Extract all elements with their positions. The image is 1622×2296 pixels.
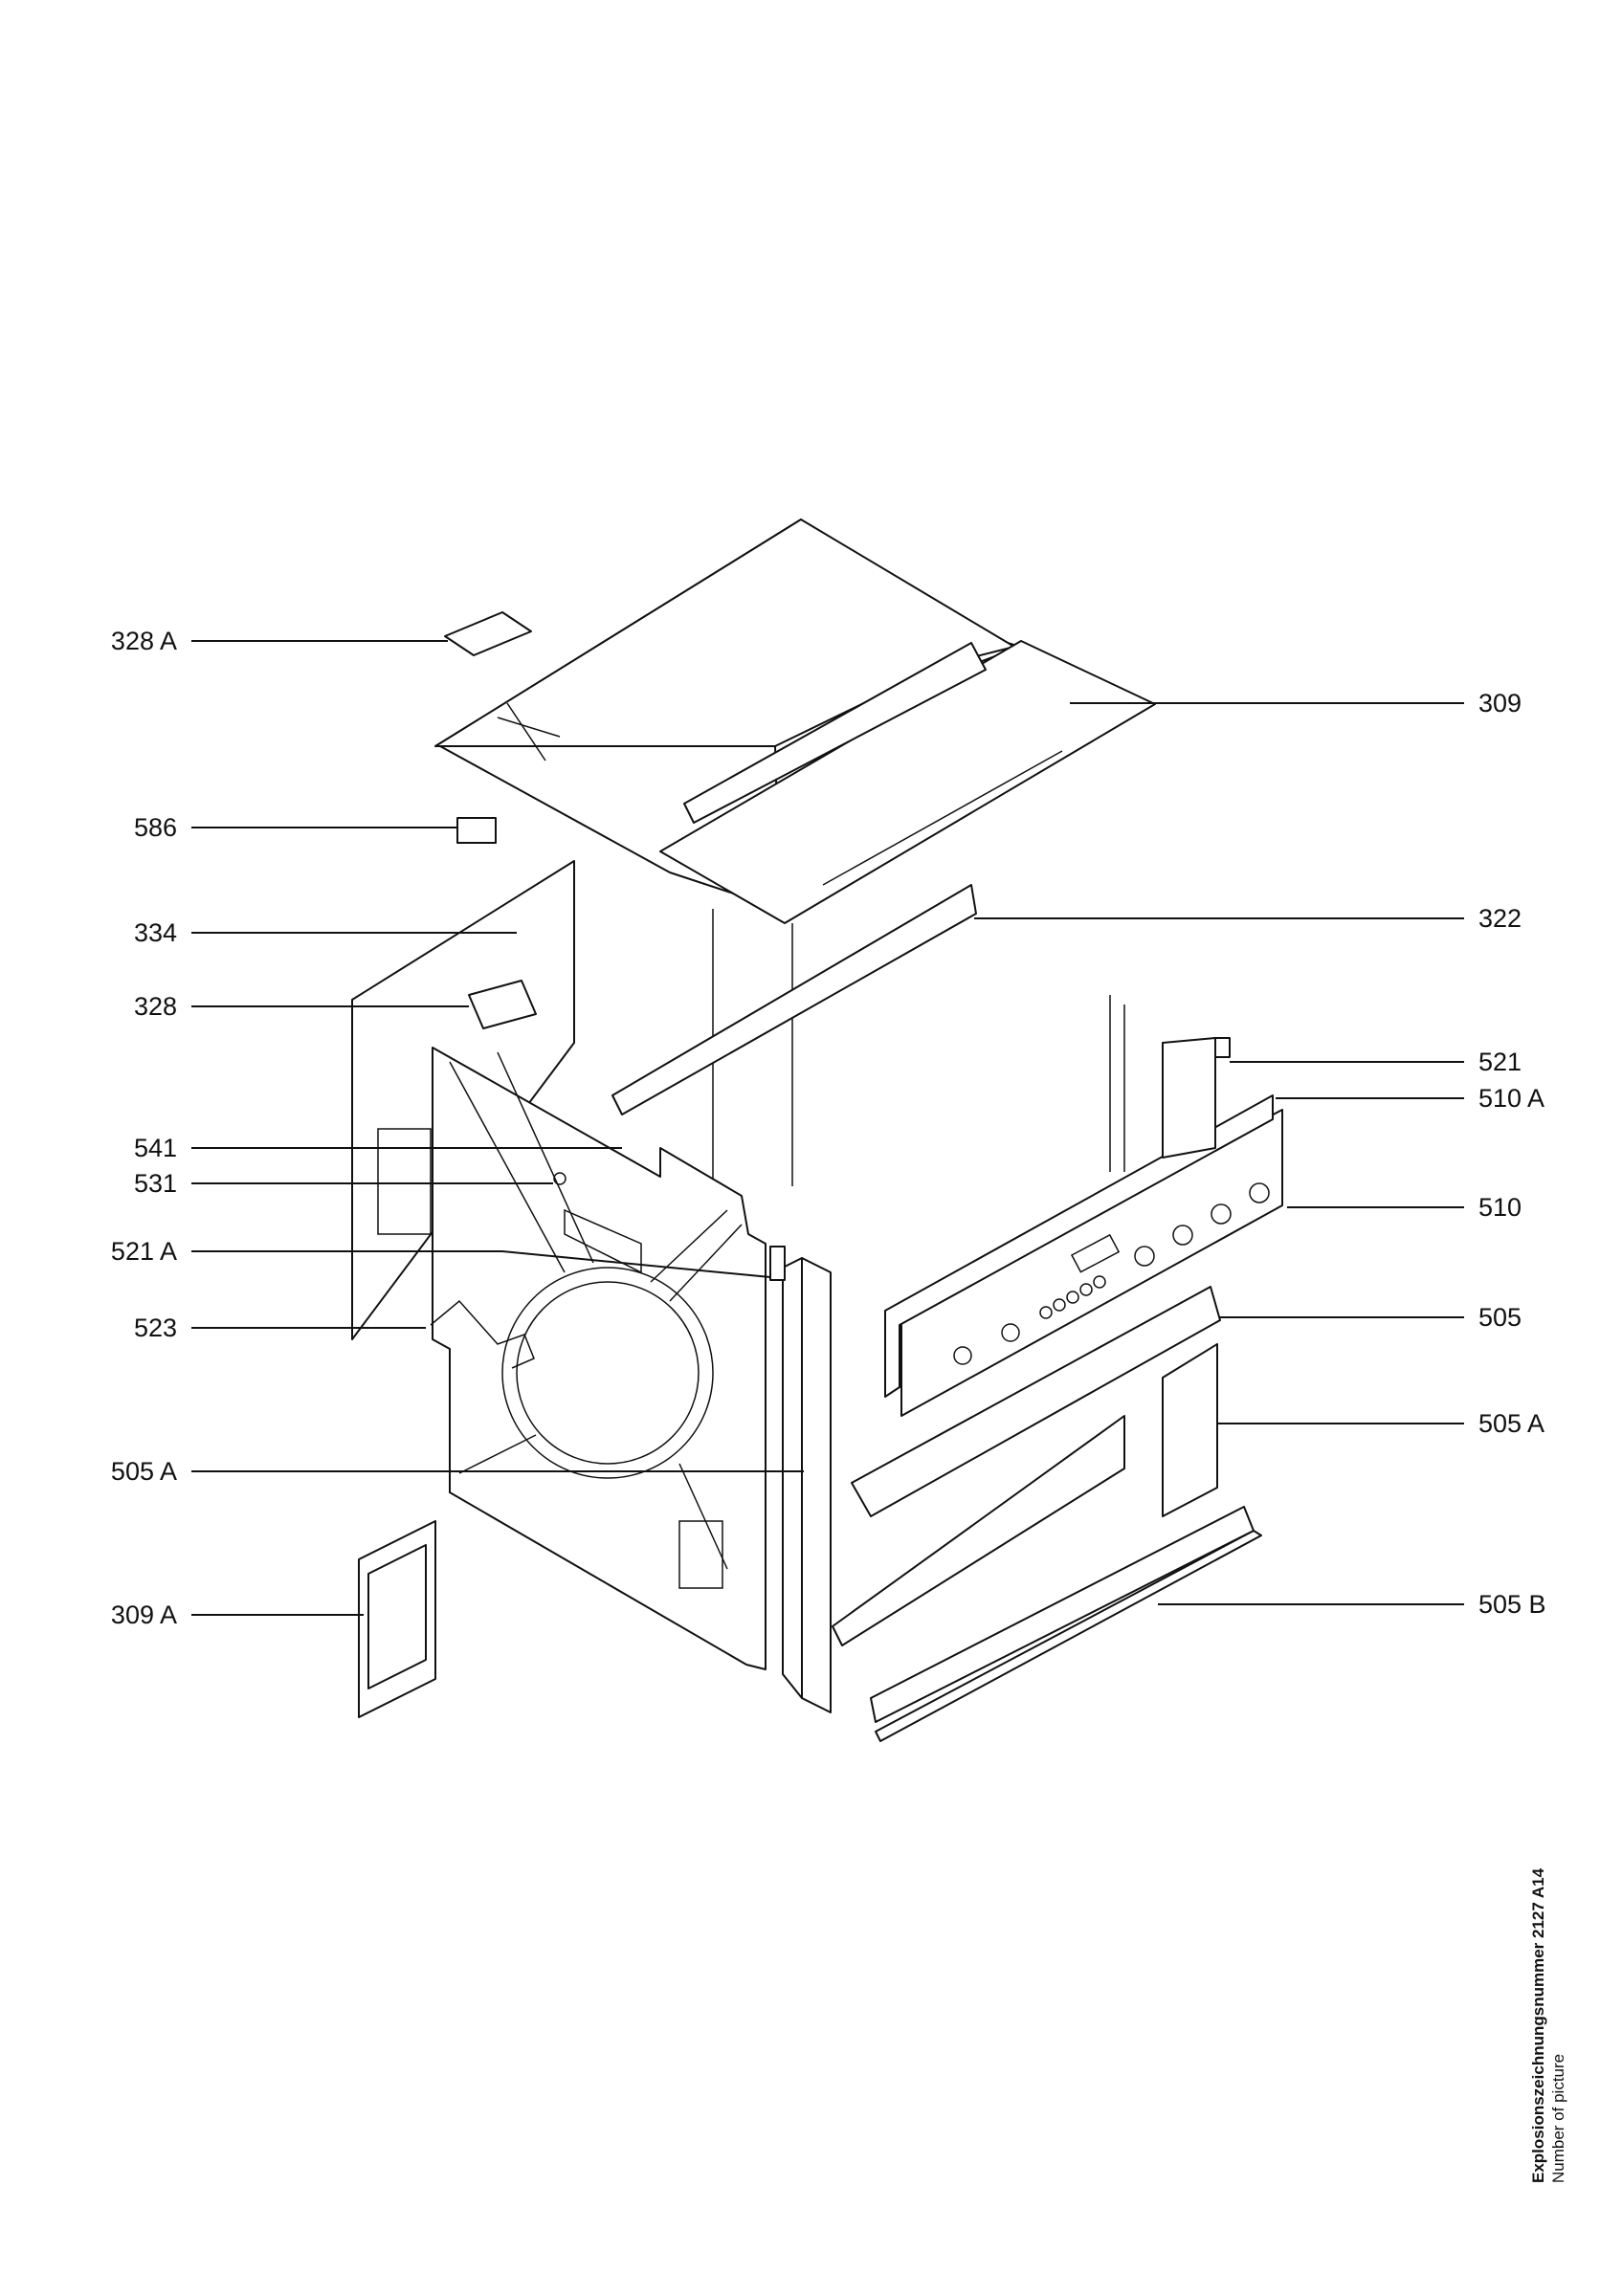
vertical-strip-right-505A [1162,1343,1218,1517]
label-510: 510 [1478,1193,1522,1222]
left-labels: 328 A 586 334 328 541 531 521 A 523 505 … [111,627,804,1629]
label-505B: 505 B [1478,1590,1546,1619]
right-labels: 309 322 521 510 A 510 505 505 A 505 B [974,689,1546,1619]
large-opening [501,1267,714,1479]
housing-drawing [351,519,1283,1742]
label-521: 521 [1478,1048,1522,1076]
label-505: 505 [1478,1303,1522,1332]
control-panel-frame-510A [884,1094,1274,1398]
label-521A: 521 A [111,1237,177,1266]
label-334: 334 [134,918,177,947]
label-523: 523 [134,1314,177,1342]
label-328A: 328 A [111,627,177,655]
box-328 [468,980,537,1029]
screw-531 [553,1172,567,1185]
label-309A: 309 A [111,1601,177,1629]
main-side-panel [432,1047,767,1670]
label-322: 322 [1478,904,1522,933]
clip-521A [769,1246,786,1281]
bottom-plate [832,1415,1125,1646]
label-531: 531 [134,1169,177,1198]
label-541: 541 [134,1134,177,1162]
bracket-328A [444,611,532,656]
label-328: 328 [134,992,177,1021]
label-505A-left: 505 A [111,1457,177,1486]
explosion-drawing-number: Explosionszeichnungsnummer 2127 A14 [1529,1867,1547,2183]
trim-strip-505 [851,1286,1221,1517]
picture-number-label: Number of picture [1549,2053,1567,2183]
clip-521 [1214,1037,1231,1058]
front-frame-322 [611,884,977,1115]
spring-523 [430,1299,535,1369]
label-510A: 510 A [1478,1084,1544,1113]
label-586: 586 [134,813,177,842]
bottom-strip-505B [875,1530,1262,1742]
clip-586 [456,817,497,844]
label-505A-right: 505 A [1478,1409,1544,1438]
label-309: 309 [1478,689,1522,718]
vertical-strip-505A [801,1257,832,1713]
